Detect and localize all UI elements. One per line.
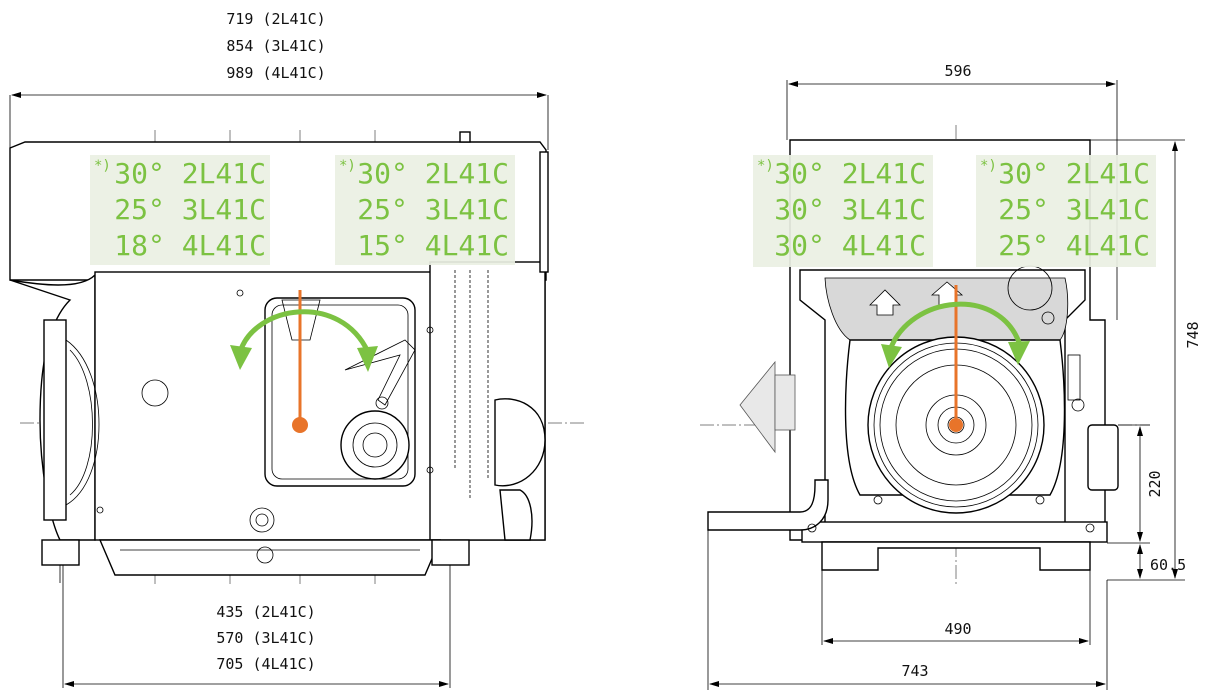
axis-height-dim-label: 220: [1146, 470, 1164, 497]
tilt-label-line: 30° 2L41C: [357, 157, 509, 190]
length-dim-label: 719 (2L41C): [226, 10, 325, 28]
foot-spacing-label: 435 (2L41C): [216, 603, 315, 621]
tilt-label-line: 25° 4L41C: [998, 229, 1150, 262]
tilt-label-box-left: [753, 155, 933, 267]
overall-width-dim-label: 743: [901, 662, 928, 680]
length-dim-label: 854 (3L41C): [226, 37, 325, 55]
foot-spacing-label: 570 (3L41C): [216, 629, 315, 647]
tilt-label-line: 30° 2L41C: [998, 157, 1150, 190]
tilt-label-line: 30° 4L41C: [774, 229, 926, 262]
tilt-label-box-right: [335, 155, 515, 265]
side-view: *) 30° 2L41C 25° 3L41C 18° 4L41C *) 30° …: [9, 10, 585, 688]
tilt-label-line: 25° 3L41C: [357, 193, 509, 226]
front-view: *) 30° 2L41C 30° 3L41C 30° 4L41C *) 30° …: [700, 62, 1202, 690]
width-dim-label: 596: [944, 62, 971, 80]
cg-point: [949, 418, 963, 432]
tilt-label-box-right: [976, 155, 1156, 267]
airflow-arrow-icon: [739, 360, 776, 454]
height-dim-label: 748: [1184, 321, 1202, 348]
tilt-label-line: 25° 3L41C: [998, 193, 1150, 226]
tilt-label-line: 18° 4L41C: [114, 229, 266, 262]
tilt-label-box-left: [90, 155, 270, 265]
length-dim-label: 989 (4L41C): [226, 64, 325, 82]
foot-height-dim-label: 60.5: [1150, 556, 1186, 574]
tilt-arrow-icon: [237, 309, 371, 354]
footnote-marker: *): [339, 158, 356, 174]
inner-width-dim-label: 490: [944, 620, 971, 638]
tilt-label-line: 30° 2L41C: [114, 157, 266, 190]
tilt-arrow-icon: [887, 301, 1023, 351]
tilt-label-line: 30° 3L41C: [774, 193, 926, 226]
footnote-marker: *): [757, 158, 774, 174]
foot-spacing-label: 705 (4L41C): [216, 655, 315, 673]
tilt-label-line: 30° 2L41C: [774, 157, 926, 190]
tilt-label-line: 15° 4L41C: [357, 229, 509, 262]
tilt-label-line: 25° 3L41C: [114, 193, 266, 226]
footnote-marker: *): [94, 158, 111, 174]
footnote-marker: *): [980, 158, 997, 174]
cg-point: [292, 417, 308, 433]
